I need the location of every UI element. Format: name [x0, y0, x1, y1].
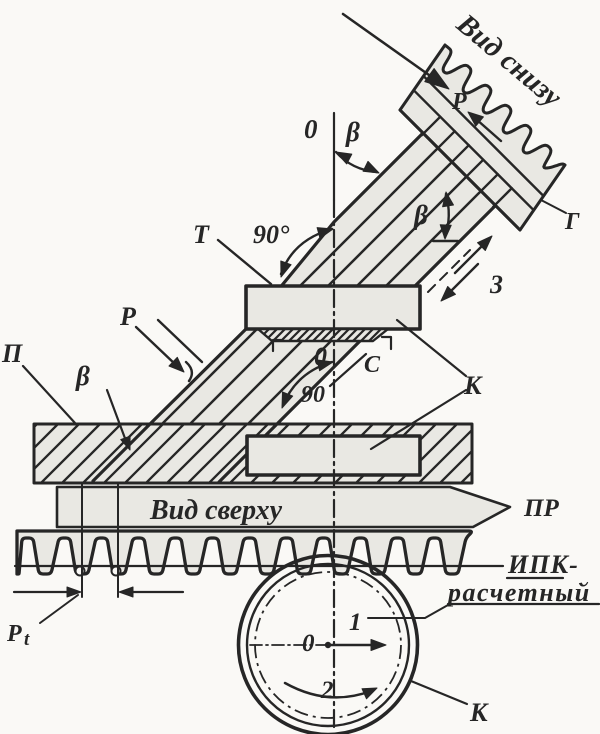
svg-text:β: β — [345, 117, 360, 147]
svg-text:Вид сверху: Вид сверху — [149, 495, 283, 526]
svg-text:Г: Г — [564, 209, 580, 235]
svg-text:1: 1 — [349, 609, 362, 636]
svg-text:90°: 90° — [253, 220, 290, 249]
svg-text:0: 0 — [302, 630, 315, 657]
svg-text:β: β — [413, 200, 428, 230]
svg-text:ПР: ПР — [523, 495, 559, 522]
svg-text:П: П — [1, 339, 23, 368]
svg-text:ИПК-: ИПК- — [507, 550, 579, 579]
svg-text:β: β — [75, 361, 90, 391]
svg-text:3: 3 — [489, 270, 503, 299]
svg-text:t: t — [24, 629, 30, 650]
svg-text:Р: Р — [6, 621, 22, 647]
svg-text:расчетный: расчетный — [446, 578, 591, 607]
svg-text:К: К — [463, 371, 483, 400]
svg-text:Т: Т — [193, 220, 210, 249]
svg-text:Р: Р — [119, 302, 137, 331]
svg-text:0: 0 — [304, 114, 318, 144]
svg-text:К: К — [469, 698, 489, 727]
svg-text:Р: Р — [451, 89, 467, 115]
svg-text:0: 0 — [314, 342, 327, 371]
svg-text:90: 90 — [301, 382, 325, 408]
svg-text:2: 2 — [320, 677, 334, 704]
svg-text:С: С — [364, 352, 381, 378]
